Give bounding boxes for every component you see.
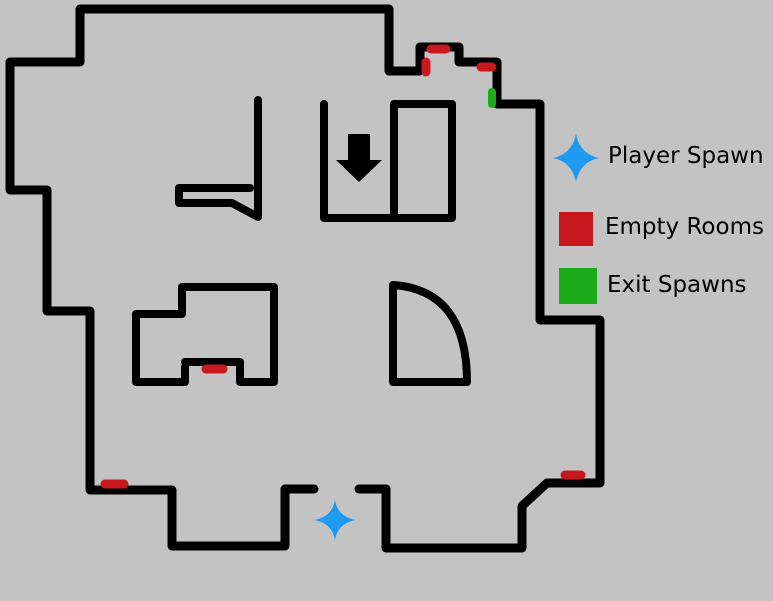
legend-exit-spawns-label: Exit Spawns bbox=[607, 272, 747, 298]
legend-player-spawn-label: Player Spawn bbox=[608, 143, 764, 169]
outer-walls bbox=[5, 4, 605, 553]
legend-exit-spawns-swatch bbox=[559, 268, 597, 304]
wall-block-right-top bbox=[320, 100, 456, 222]
legend-empty-rooms-swatch bbox=[559, 212, 593, 246]
interior-walls bbox=[132, 96, 471, 386]
down-arrow-icon bbox=[336, 134, 382, 182]
player-spawn-star-icon bbox=[314, 500, 356, 540]
wall-block-right-bottom bbox=[389, 281, 471, 386]
wall-block-left-bottom bbox=[132, 283, 278, 386]
legend-player-spawn-icon bbox=[553, 134, 599, 182]
empty-room-markers bbox=[100, 44, 586, 489]
wall-block-left-top bbox=[175, 96, 262, 221]
legend-empty-rooms-label: Empty Rooms bbox=[605, 214, 764, 240]
